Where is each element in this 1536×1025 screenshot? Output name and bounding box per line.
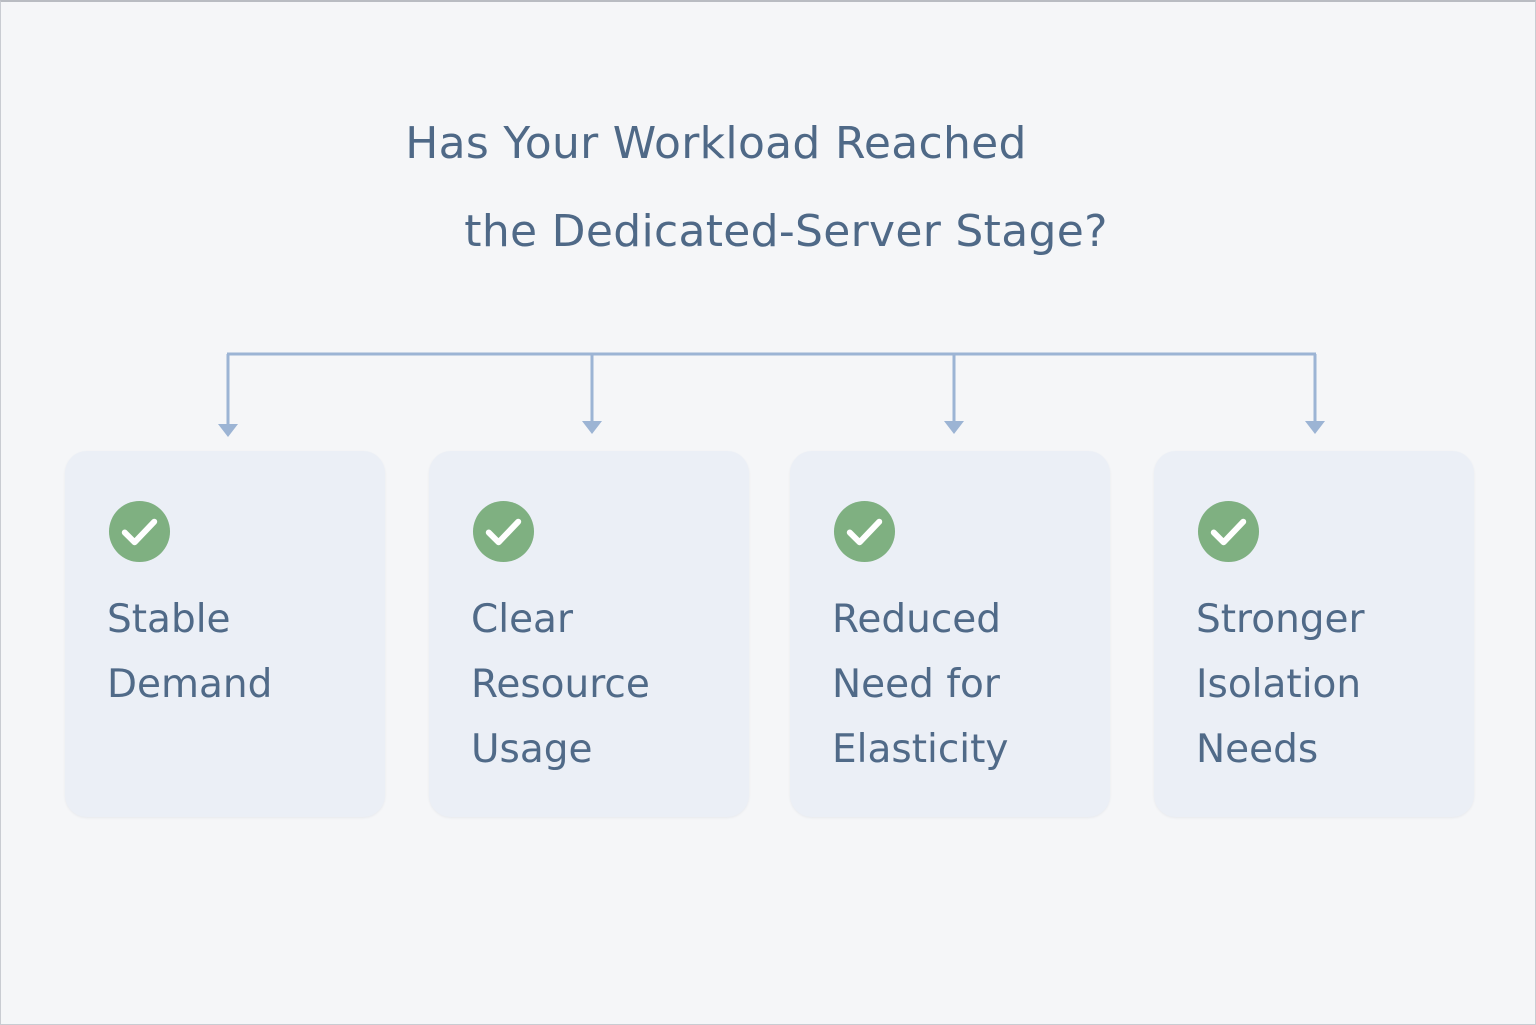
card-label: Stable Demand [107,587,377,717]
card-label-line: Stronger [1196,597,1365,642]
card-label-line: Clear [471,597,573,642]
card-label-line: Need for [832,662,1000,707]
card-label-line: Stable [107,597,231,642]
criteria-card-stable-demand: Stable Demand [65,451,385,817]
check-circle-icon [108,500,171,563]
check-circle-icon [833,500,896,563]
card-label-line: Usage [471,727,593,772]
criteria-card-stronger-isolation-needs: Stronger Isolation Needs [1154,451,1474,817]
card-label-line: Demand [107,662,273,707]
card-label-line: Elasticity [832,727,1009,772]
diagram-title-line-1: Has Your Workload Reached [405,118,1027,169]
card-label-line: Isolation [1196,662,1362,707]
card-label: Reduced Need for Elasticity [832,587,1102,782]
criteria-card-reduced-need-for-elasticity: Reduced Need for Elasticity [790,451,1110,817]
card-label: Stronger Isolation Needs [1196,587,1466,782]
criteria-card-clear-resource-usage: Clear Resource Usage [429,451,749,817]
diagram-title-line-2: the Dedicated-Server Stage? [464,206,1108,257]
card-label-line: Reduced [832,597,1002,642]
check-circle-icon [1197,500,1260,563]
card-label-line: Resource [471,662,650,707]
card-label-line: Needs [1196,727,1319,772]
card-label: Clear Resource Usage [471,587,741,782]
check-circle-icon [472,500,535,563]
